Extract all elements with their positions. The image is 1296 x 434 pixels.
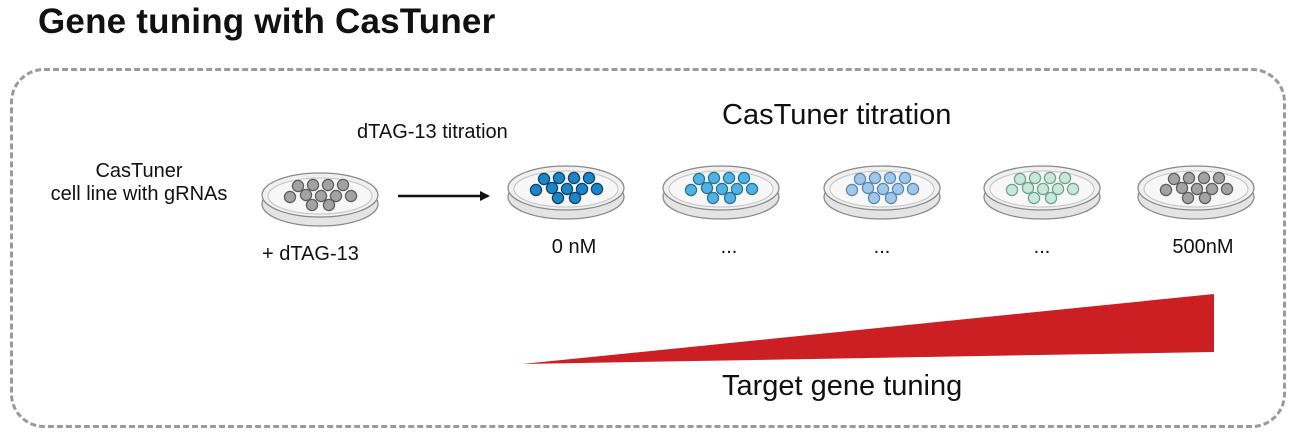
cell xyxy=(1181,191,1195,205)
cell xyxy=(861,181,875,195)
start-cell-line-label: CasTuner cell line with gRNAs xyxy=(20,160,258,206)
cell xyxy=(344,189,358,203)
dish-label-2: ... xyxy=(873,236,891,258)
cell xyxy=(853,172,867,186)
cell xyxy=(322,198,336,212)
cell xyxy=(1058,171,1072,185)
cell xyxy=(737,171,751,185)
cell xyxy=(707,171,721,185)
start-label-line1: CasTuner xyxy=(95,160,183,182)
dish-label-4: 500nM xyxy=(1172,236,1234,258)
cell xyxy=(884,191,898,205)
cell xyxy=(867,191,881,205)
cell xyxy=(590,182,604,196)
treatment-label: + dTAG-13 xyxy=(262,243,359,265)
cell xyxy=(1205,182,1219,196)
cell xyxy=(845,183,859,197)
cell xyxy=(876,182,890,196)
cell xyxy=(314,189,328,203)
cell xyxy=(730,182,744,196)
titration-dish-1 xyxy=(662,165,780,220)
cell xyxy=(1027,191,1041,205)
cell xyxy=(868,171,882,185)
cell xyxy=(567,171,581,185)
dish-layer xyxy=(261,165,1255,227)
cell xyxy=(1159,183,1173,197)
cell xyxy=(283,190,297,204)
dashed-frame xyxy=(10,68,1286,428)
cell xyxy=(575,182,589,196)
cell xyxy=(883,171,897,185)
cell xyxy=(745,182,759,196)
cell xyxy=(706,191,720,205)
cell xyxy=(305,198,319,212)
section-title: CasTuner titration xyxy=(722,99,952,131)
dish-label-0: 0 nM xyxy=(551,236,597,258)
cell xyxy=(1197,171,1211,185)
titration-dish-0 xyxy=(507,165,625,220)
arrow-label: dTAG-13 titration xyxy=(357,121,508,143)
cell xyxy=(1182,171,1196,185)
cell xyxy=(551,191,565,205)
cell xyxy=(700,181,714,195)
cell xyxy=(560,182,574,196)
cell xyxy=(684,183,698,197)
cell xyxy=(1043,171,1057,185)
cell xyxy=(529,183,543,197)
start-label-line2: cell line with gRNAs xyxy=(50,183,228,205)
cell xyxy=(1051,182,1065,196)
titration-dish-3 xyxy=(983,165,1101,220)
start-dish xyxy=(261,172,379,227)
cell xyxy=(329,189,343,203)
cell xyxy=(906,182,920,196)
cell xyxy=(1220,182,1234,196)
cell xyxy=(1028,171,1042,185)
cell xyxy=(537,172,551,186)
cell xyxy=(552,171,566,185)
gradient-label: Target gene tuning xyxy=(722,370,963,402)
titration-dish-2 xyxy=(823,165,941,220)
cell xyxy=(891,182,905,196)
cell xyxy=(898,171,912,185)
cell xyxy=(1005,183,1019,197)
cell xyxy=(1066,182,1080,196)
cell xyxy=(1044,191,1058,205)
page-title: Gene tuning with CasTuner xyxy=(38,2,496,41)
cell xyxy=(306,178,320,192)
cell xyxy=(715,182,729,196)
cell xyxy=(723,191,737,205)
cell xyxy=(1013,172,1027,186)
tuning-gradient-wedge xyxy=(522,294,1214,364)
dish-label-3: ... xyxy=(1033,236,1051,258)
cell xyxy=(336,178,350,192)
cell xyxy=(722,171,736,185)
cell xyxy=(1175,181,1189,195)
cell xyxy=(1190,182,1204,196)
cell xyxy=(1198,191,1212,205)
cell xyxy=(1036,182,1050,196)
cell xyxy=(1021,181,1035,195)
cell xyxy=(692,172,706,186)
cell xyxy=(1212,171,1226,185)
cell xyxy=(582,171,596,185)
titration-dish-4 xyxy=(1137,165,1255,220)
cell xyxy=(545,181,559,195)
cell xyxy=(299,188,313,202)
dish-label-1: ... xyxy=(720,236,738,258)
cell xyxy=(568,191,582,205)
cell xyxy=(291,179,305,193)
cell xyxy=(321,178,335,192)
cell xyxy=(1167,172,1181,186)
